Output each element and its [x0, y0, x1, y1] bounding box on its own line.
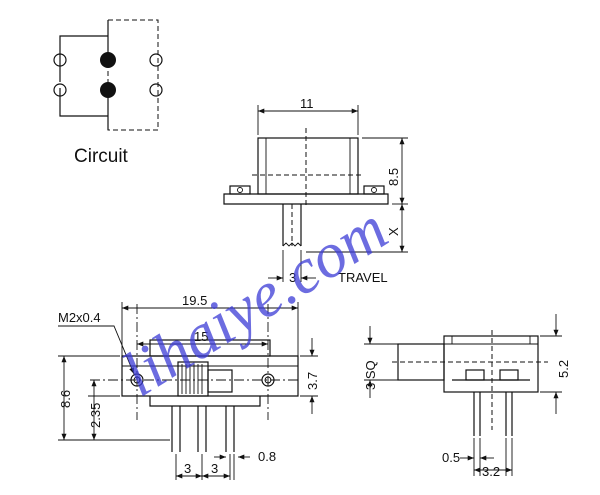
top-view — [223, 128, 389, 282]
dim-pin-height: 2.35 — [88, 403, 103, 428]
dim-mount-height: 3.7 — [305, 372, 320, 390]
dim-pin-thickness: 0.5 — [442, 450, 460, 465]
front-view — [90, 304, 300, 452]
dim-hole-spacing: 15 — [194, 329, 208, 344]
dim-side-height: 5.2 — [556, 360, 571, 378]
dim-pin-pitch: 3.2 — [482, 464, 500, 479]
dim-square: 3 SQ — [363, 360, 378, 390]
dim-pin-width: 0.8 — [258, 449, 276, 464]
dim-travel-x: X — [386, 227, 401, 236]
dim-pitch-a: 3 — [184, 461, 191, 476]
dim-travel-3: 3 — [289, 270, 296, 285]
dim-height: 8.5 — [386, 168, 401, 186]
circuit-diagram — [53, 19, 163, 131]
travel-label: TRAVEL — [338, 270, 388, 285]
dim-top-width: 11 — [300, 96, 314, 111]
watermark: lihaiye.com — [110, 192, 399, 409]
dim-total-height: 8.6 — [58, 390, 73, 408]
dim-pitch-b: 3 — [211, 461, 218, 476]
circuit-label: Circuit — [74, 146, 129, 167]
dim-overall-length: 19.5 — [182, 293, 207, 308]
side-view — [392, 330, 548, 436]
thread-label: M2x0.4 — [58, 310, 101, 325]
